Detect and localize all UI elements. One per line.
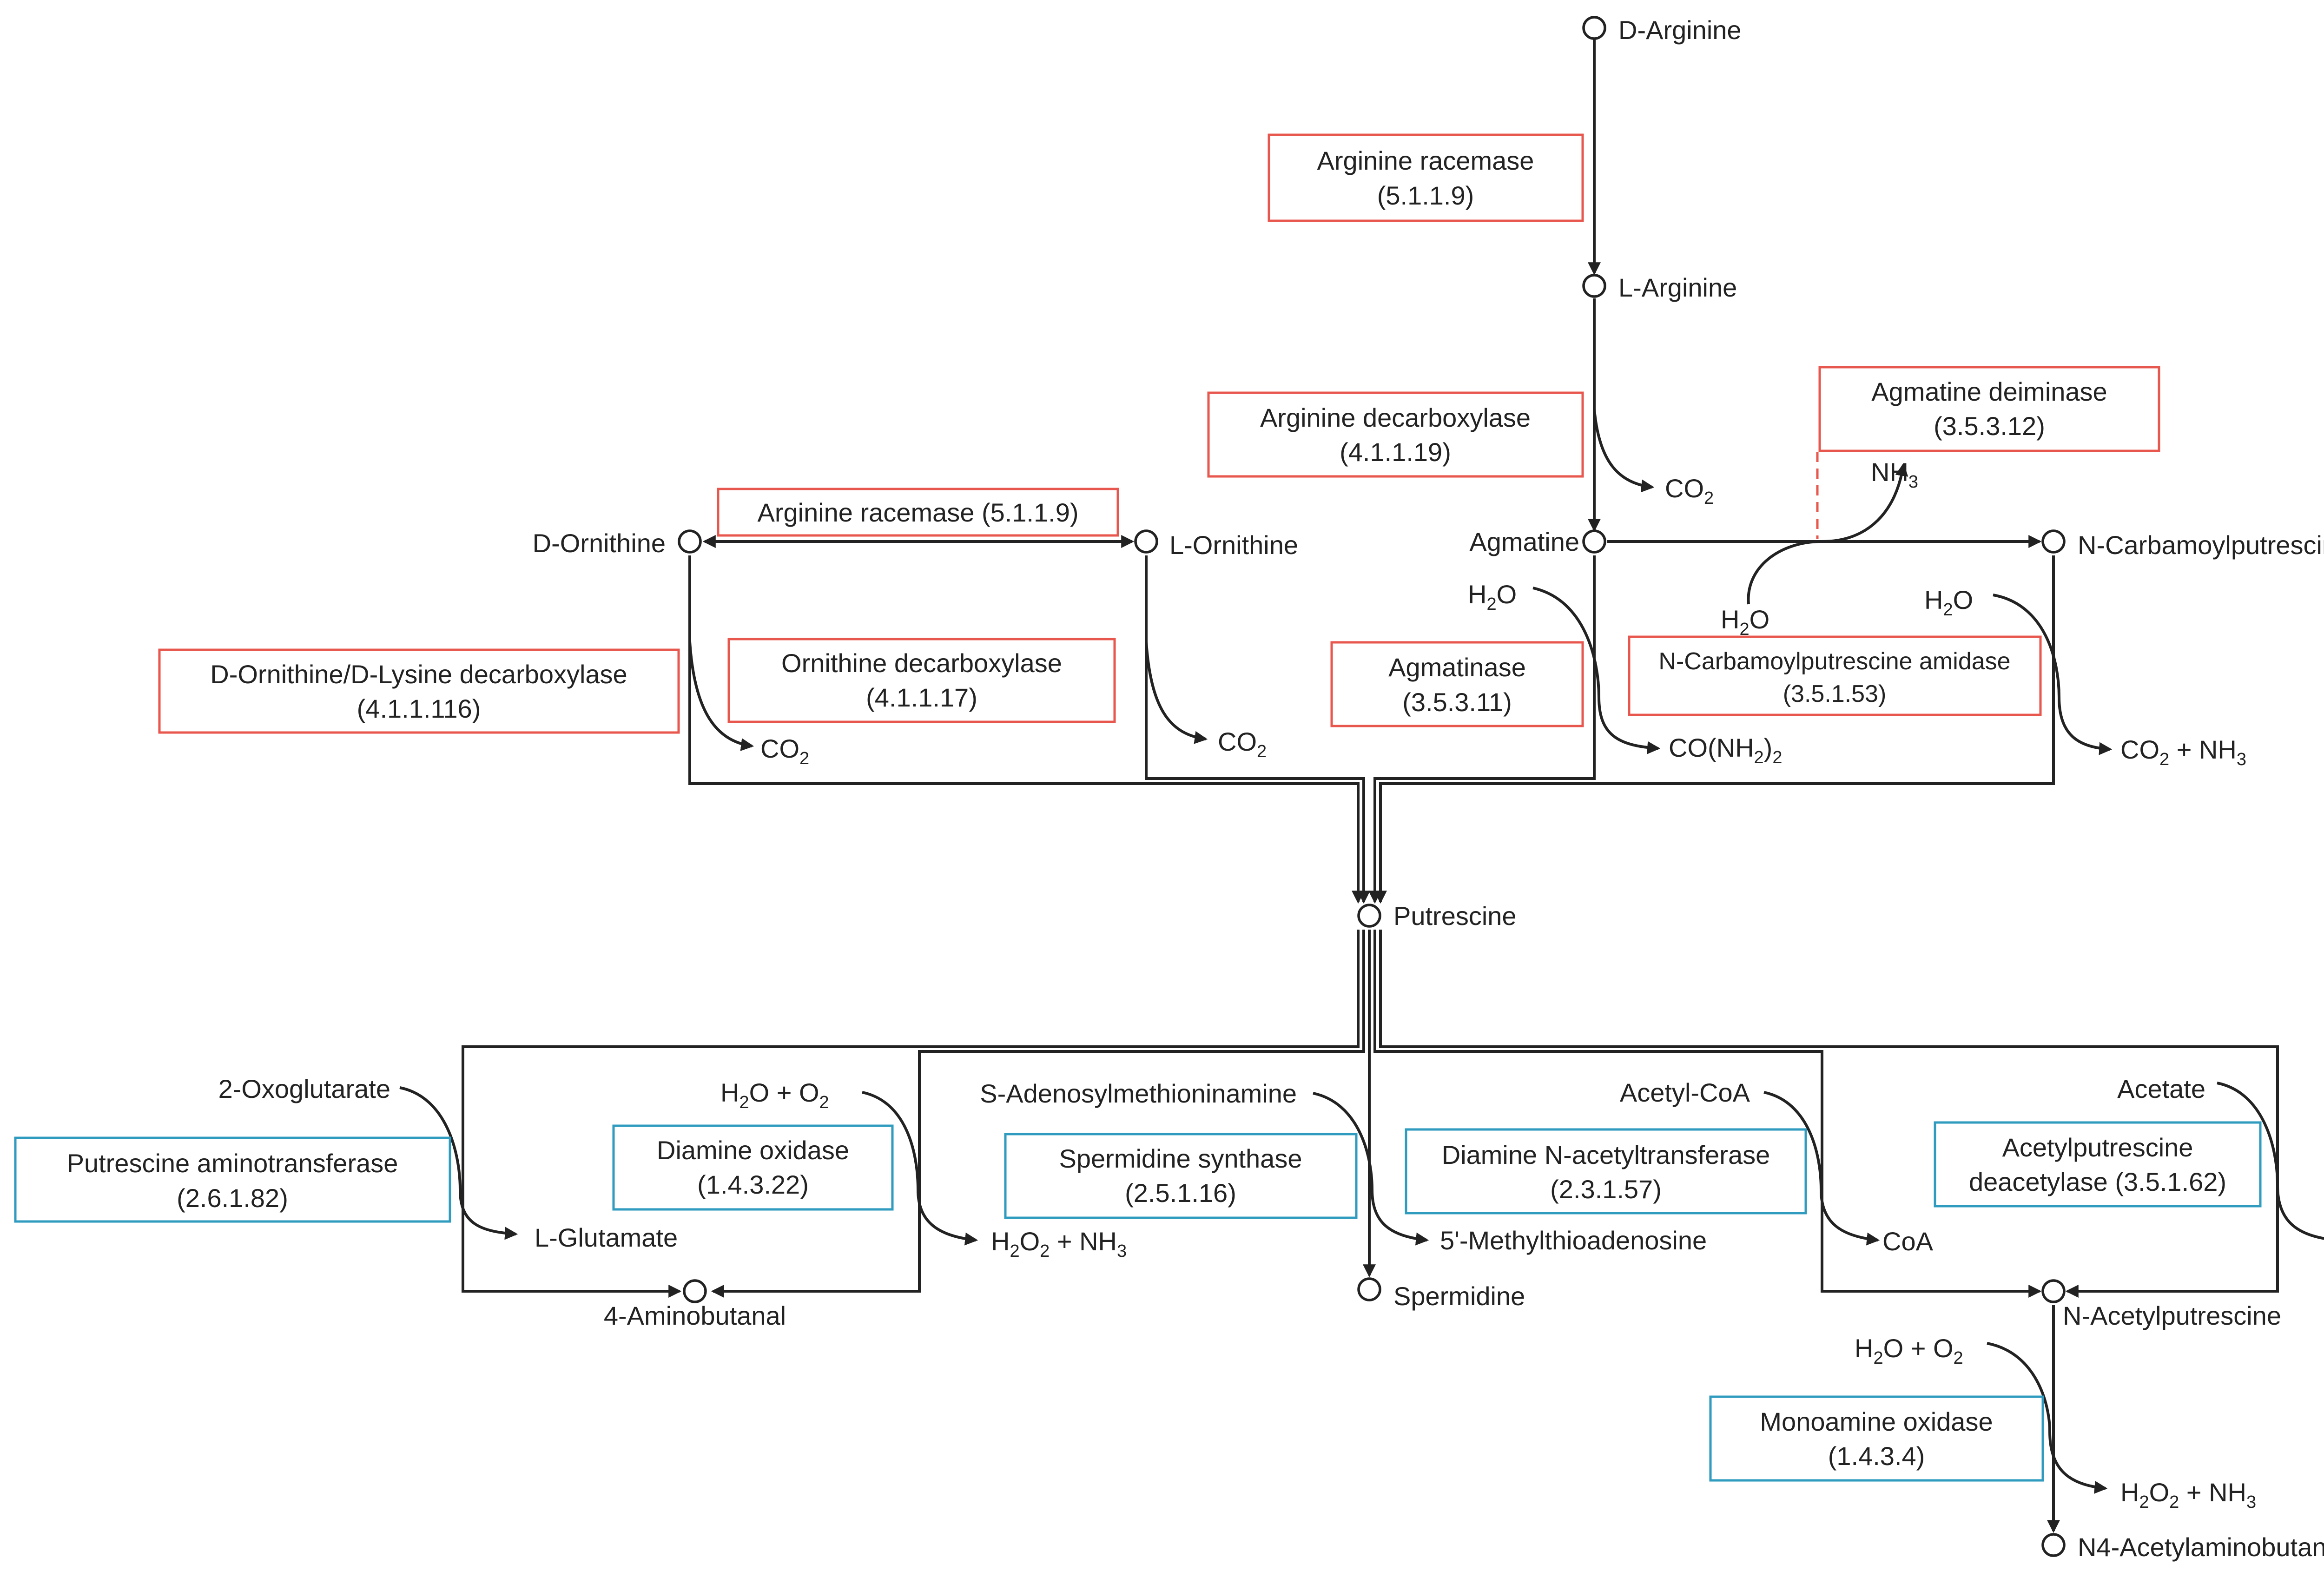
enzyme-ec: (5.1.1.9) xyxy=(1377,181,1474,210)
compound-agmatine: Agmatine xyxy=(1469,527,1606,556)
enzyme-ec: (4.1.1.17) xyxy=(866,683,977,712)
compound-4-aminobutanal: 4-Aminobutanal xyxy=(604,1279,786,1330)
enzyme-name: Acetylputrescine xyxy=(2002,1133,2193,1162)
species-h2o: H2O xyxy=(1721,605,1769,639)
enzyme-acetylputrescine-deacetylase: Acetylputrescine deacetylase (3.5.1.62) xyxy=(1934,1121,2262,1208)
compound-d-arginine: D-Arginine xyxy=(1582,15,1742,45)
enzyme-name: Diamine oxidase xyxy=(657,1136,849,1165)
side-reaction-curves xyxy=(399,409,2324,1494)
species-nh3: NH3 xyxy=(1871,457,1918,492)
enzyme-d-ornithine-decarboxylase: D-Ornithine/D-Lysine decarboxylase (4.1.… xyxy=(158,648,680,734)
enzyme-name: Arginine racemase xyxy=(1317,146,1534,175)
enzyme-ec: (3.5.3.12) xyxy=(1934,411,2045,441)
enzyme-ec: (3.5.3.11) xyxy=(1402,687,1512,717)
compound-label: L-Arginine xyxy=(1618,273,1737,302)
enzyme-ornithine-decarboxylase: Ornithine decarboxylase (4.1.1.17) xyxy=(727,638,1116,723)
enzyme-ec: (1.4.3.4) xyxy=(1828,1441,1925,1471)
compound-spermidine: Spermidine xyxy=(1357,1277,1525,1311)
enzyme-name: Agmatine deiminase xyxy=(1871,377,2107,406)
enzyme-diamine-n-acetyltransferase: Diamine N-acetyltransferase (2.3.1.57) xyxy=(1405,1128,1807,1215)
enzyme-name: Spermidine synthase xyxy=(1059,1144,1302,1173)
species-l-glutamate: L-Glutamate xyxy=(535,1223,678,1252)
species-h2o2-nh3: H2O2 + NH3 xyxy=(991,1227,1127,1261)
enzyme-name: Agmatinase xyxy=(1388,653,1526,682)
enzyme-monoamine-oxidase: Monoamine oxidase (1.4.3.4) xyxy=(1709,1395,2044,1482)
enzyme-putrescine-aminotransferase: Putrescine aminotransferase (2.6.1.82) xyxy=(14,1136,451,1223)
species-urea: CO(NH2)2 xyxy=(1669,733,1782,767)
enzyme-ec: (1.4.3.22) xyxy=(697,1170,809,1199)
enzyme-arginine-racemase-1: Arginine racemase (5.1.1.9) xyxy=(1268,133,1584,222)
compound-n4-acetylaminobutanal: N4-Acetylaminobutanal xyxy=(2041,1532,2324,1562)
enzyme-name: D-Ornithine/D-Lysine decarboxylase xyxy=(210,660,627,689)
enzyme-ec: (3.5.1.53) xyxy=(1783,680,1887,707)
species-acetyl-coa: Acetyl-CoA xyxy=(1620,1078,1750,1107)
species-co2-nh3: CO2 + NH3 xyxy=(2120,735,2246,769)
compound-label: N-Carbamoylputrescine xyxy=(2078,530,2324,560)
compound-label: 4-Aminobutanal xyxy=(604,1301,786,1330)
compound-label: Putrescine xyxy=(1393,901,1517,931)
enzyme-agmatinase: Agmatinase (3.5.3.11) xyxy=(1330,641,1584,727)
enzyme-spermidine-synthase: Spermidine synthase (2.5.1.16) xyxy=(1004,1133,1358,1219)
compound-label: N4-Acetylaminobutanal xyxy=(2078,1532,2324,1562)
species-coa: CoA xyxy=(1882,1227,1934,1256)
compound-l-arginine: L-Arginine xyxy=(1582,273,1737,302)
enzyme-name: Monoamine oxidase xyxy=(1760,1407,1993,1436)
species-mta: 5'-Methylthioadenosine xyxy=(1440,1226,1707,1255)
species-sam: S-Adenosylmethioninamine xyxy=(980,1079,1297,1108)
enzyme-n-carbamoylputrescine-amidase: N-Carbamoylputrescine amidase (3.5.1.53) xyxy=(1628,635,2042,716)
enzyme-ec: (2.3.1.57) xyxy=(1550,1175,1662,1204)
species-co2: CO2 xyxy=(1218,727,1267,761)
species-h2o: H2O xyxy=(1924,585,1973,620)
enzyme-name: Ornithine decarboxylase xyxy=(781,648,1062,678)
enzyme-ec: (2.5.1.16) xyxy=(1125,1178,1236,1208)
species-h2o-o2: H2O + O2 xyxy=(1855,1334,1963,1368)
enzyme-agmatine-deiminase: Agmatine deiminase (3.5.3.12) xyxy=(1818,366,2160,452)
enzyme-name: Diamine N-acetyltransferase xyxy=(1442,1140,1770,1169)
compound-label: Agmatine xyxy=(1469,527,1579,556)
compound-l-ornithine: L-Ornithine xyxy=(1134,529,1298,560)
compound-label: Spermidine xyxy=(1393,1281,1525,1311)
enzyme-label: Arginine racemase (5.1.1.9) xyxy=(757,498,1078,527)
species-h2o2-nh3: H2O2 + NH3 xyxy=(2120,1478,2256,1512)
enzyme-ec: (4.1.1.116) xyxy=(357,694,481,723)
species-h2o: H2O xyxy=(1468,580,1517,614)
enzyme-ec: deacetylase (3.5.1.62) xyxy=(1969,1167,2226,1196)
enzyme-ec: (2.6.1.82) xyxy=(177,1183,288,1213)
compound-n-acetylputrescine: N-Acetylputrescine xyxy=(2041,1279,2281,1330)
species-h2o-o2: H2O + O2 xyxy=(720,1078,829,1112)
enzyme-diamine-oxidase: Diamine oxidase (1.4.3.22) xyxy=(612,1124,894,1211)
compound-n-carbamoylputrescine: N-Carbamoylputrescine xyxy=(2041,529,2324,560)
species-acetate: Acetate xyxy=(2117,1074,2205,1103)
compound-putrescine: Putrescine xyxy=(1357,901,1517,931)
compound-label: N-Acetylputrescine xyxy=(2063,1301,2281,1330)
compound-label: D-Ornithine xyxy=(533,528,666,558)
enzyme-ec: (4.1.1.19) xyxy=(1340,437,1451,467)
enzyme-name: Arginine decarboxylase xyxy=(1260,403,1531,432)
enzyme-arginine-racemase-2: Arginine racemase (5.1.1.9) xyxy=(717,488,1119,537)
species-co2: CO2 xyxy=(1665,474,1714,508)
enzyme-name: Putrescine aminotransferase xyxy=(67,1149,398,1178)
pathway-lines xyxy=(462,40,2279,1533)
species-2-oxoglutarate: 2-Oxoglutarate xyxy=(218,1074,390,1103)
enzyme-name: N-Carbamoylputrescine amidase xyxy=(1658,648,2010,675)
enzyme-arginine-decarboxylase: Arginine decarboxylase (4.1.1.19) xyxy=(1207,391,1584,478)
species-co2: CO2 xyxy=(760,734,809,768)
compound-d-ornithine: D-Ornithine xyxy=(533,528,702,558)
compound-label: L-Ornithine xyxy=(1169,530,1298,560)
compound-label: D-Arginine xyxy=(1618,15,1742,45)
